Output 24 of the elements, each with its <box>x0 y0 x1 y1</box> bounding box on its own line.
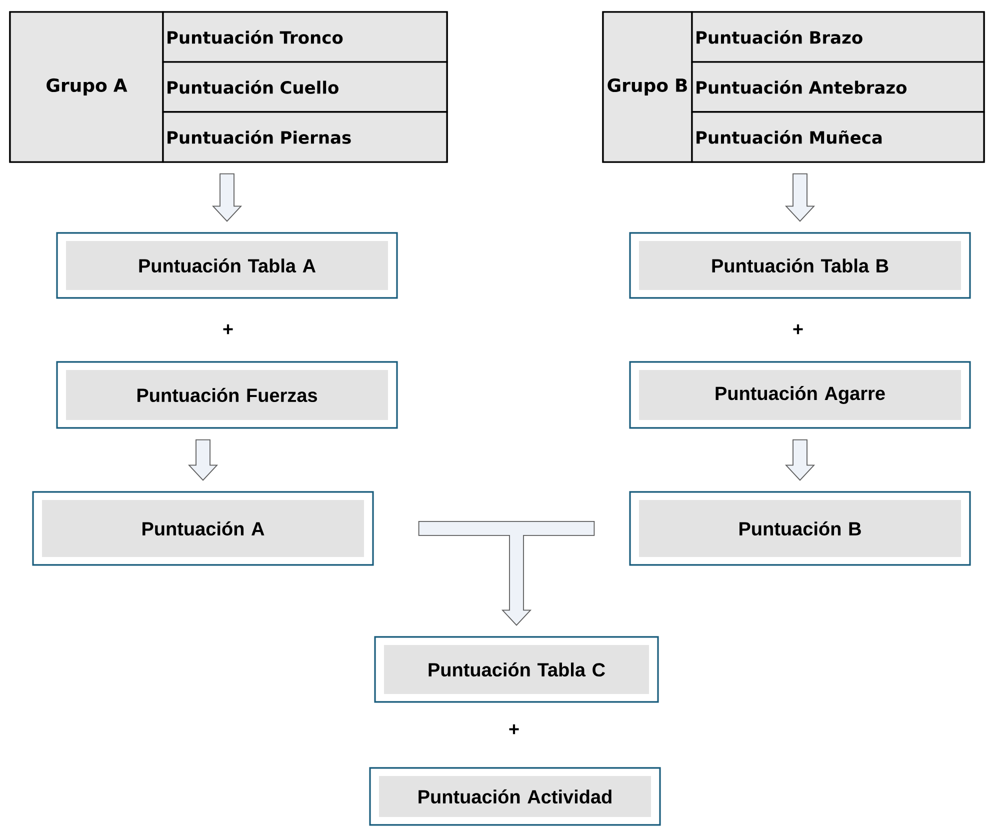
score-box: Puntuación A <box>32 491 374 566</box>
arrow <box>212 173 242 222</box>
plus-sign: + <box>509 724 519 734</box>
table-cell: Puntuación Cuello <box>162 61 448 113</box>
score-box: Puntuación B <box>629 491 971 566</box>
score-box: Puntuación Tabla C <box>374 636 659 703</box>
group-cell: Grupo A <box>9 11 164 163</box>
table-cell: Puntuación Piernas <box>162 111 448 163</box>
table-cell: Puntuación Tronco <box>162 11 448 63</box>
plus-sign: + <box>793 324 803 334</box>
score-box: Puntuación Agarre <box>629 361 971 429</box>
table-cell: Puntuación Brazo <box>691 11 985 63</box>
table-cell: Puntuación Muñeca <box>691 111 985 163</box>
score-box: Puntuación Actividad <box>369 767 661 826</box>
group-cell: Grupo B <box>602 11 693 163</box>
score-box: Puntuación Tabla B <box>629 232 971 299</box>
arrow <box>784 173 816 222</box>
score-box: Puntuación Tabla A <box>56 232 398 299</box>
arrow <box>784 439 816 481</box>
plus-sign: + <box>223 324 233 334</box>
table-cell: Puntuación Antebrazo <box>691 61 985 113</box>
arrow <box>188 439 218 481</box>
score-box: Puntuación Fuerzas <box>56 361 398 429</box>
merge-arrow <box>418 521 595 626</box>
